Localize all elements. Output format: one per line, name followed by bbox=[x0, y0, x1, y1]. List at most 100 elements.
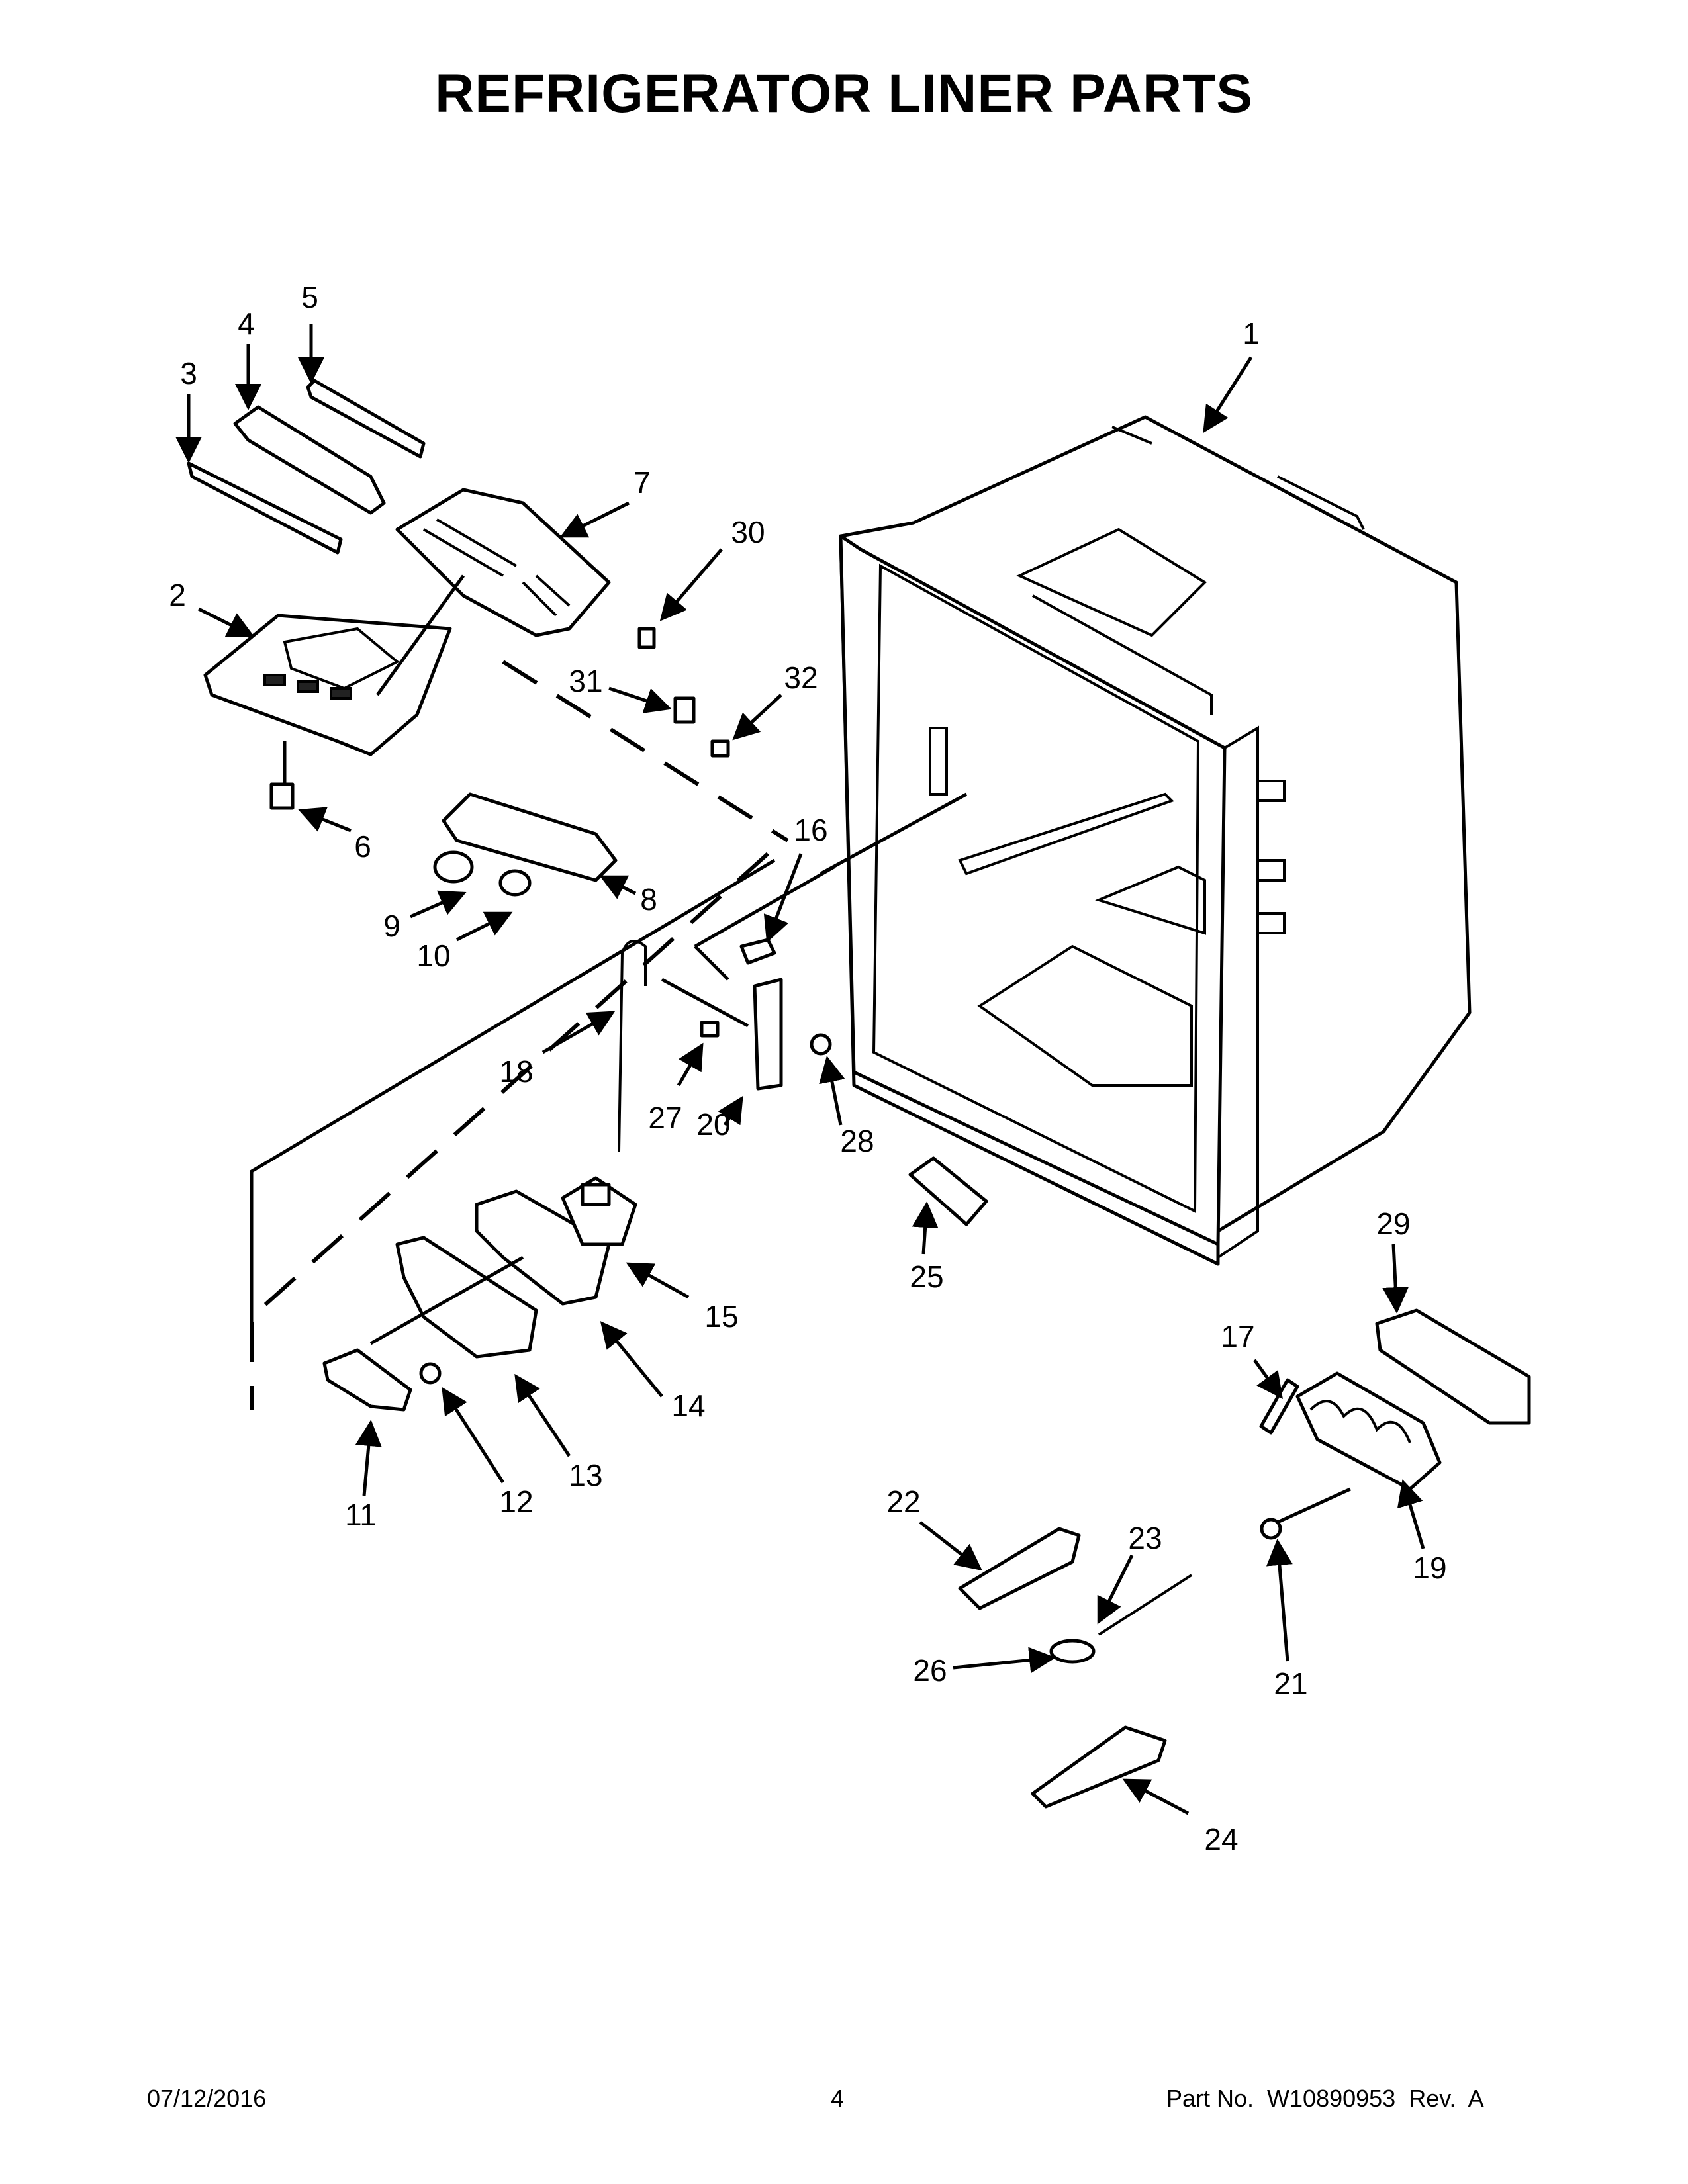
callout-28: 28 bbox=[840, 1124, 874, 1158]
leader-arrow-14 bbox=[600, 1321, 663, 1398]
leader-arrow-32 bbox=[732, 694, 782, 741]
leader-arrow-27 bbox=[677, 1042, 704, 1087]
reference-line bbox=[661, 978, 749, 1028]
part-2-control-housing bbox=[203, 614, 452, 756]
leader-arrow-10 bbox=[455, 911, 513, 942]
part-16-foam bbox=[739, 938, 776, 965]
leader-arrow-9 bbox=[409, 890, 467, 919]
callout-15: 15 bbox=[704, 1299, 738, 1334]
callout-8: 8 bbox=[640, 882, 657, 917]
part-17-rod bbox=[1259, 1378, 1299, 1435]
callout-30: 30 bbox=[731, 515, 765, 549]
callout-7: 7 bbox=[633, 465, 651, 500]
callout-4: 4 bbox=[238, 306, 255, 341]
callout-5: 5 bbox=[301, 280, 318, 314]
reference-line bbox=[369, 1255, 524, 1345]
leader-arrow-25 bbox=[912, 1201, 939, 1255]
leader-arrow-19 bbox=[1397, 1479, 1425, 1549]
leader-arrow-22 bbox=[919, 1521, 982, 1571]
callout-21: 21 bbox=[1274, 1666, 1307, 1701]
callout-2: 2 bbox=[169, 578, 186, 612]
part-10-socket bbox=[498, 869, 532, 897]
callout-1: 1 bbox=[1243, 316, 1260, 351]
part-26-thermistor bbox=[1049, 1639, 1096, 1664]
leader-arrow-29 bbox=[1382, 1244, 1409, 1314]
callout-11: 11 bbox=[345, 1498, 377, 1532]
part-23-wire bbox=[1098, 1574, 1193, 1636]
leader-arrow-31 bbox=[608, 686, 672, 713]
part-25-filter bbox=[908, 1156, 988, 1226]
leader-arrow-20 bbox=[718, 1095, 743, 1126]
callout-16: 16 bbox=[794, 813, 827, 847]
part-27-clip bbox=[700, 1021, 720, 1038]
part-15-damper bbox=[561, 1176, 637, 1246]
part-8-housing bbox=[442, 792, 618, 882]
leader-arrow-7 bbox=[559, 501, 630, 538]
callout-18: 18 bbox=[499, 1054, 533, 1089]
callout-32: 32 bbox=[784, 660, 818, 695]
leader-arrow-2 bbox=[197, 607, 255, 637]
leader-arrow-23 bbox=[1097, 1554, 1134, 1625]
callout-14: 14 bbox=[671, 1388, 705, 1423]
footer-page-number: 4 bbox=[831, 2085, 845, 2112]
reference-line bbox=[250, 858, 776, 1343]
callout-29: 29 bbox=[1376, 1206, 1410, 1241]
part-14-housing bbox=[475, 1189, 611, 1306]
callout-17: 17 bbox=[1221, 1319, 1254, 1353]
part-7-light-cover bbox=[395, 488, 611, 637]
callout-12: 12 bbox=[499, 1484, 533, 1519]
part-22-bracket bbox=[958, 1527, 1081, 1610]
callout-25: 25 bbox=[910, 1259, 943, 1294]
part-18-tube bbox=[618, 940, 647, 1152]
part-13-cover bbox=[395, 1236, 538, 1359]
leader-arrow-30 bbox=[659, 548, 723, 621]
part-1-liner bbox=[839, 415, 1472, 1266]
callout-31: 31 bbox=[569, 664, 602, 698]
part-28-screw bbox=[810, 1033, 832, 1056]
callout-10: 10 bbox=[416, 938, 450, 973]
callout-26: 26 bbox=[913, 1653, 947, 1688]
leader-arrow-28 bbox=[819, 1056, 845, 1126]
part-32-clip bbox=[710, 739, 730, 758]
part-5-bracket bbox=[306, 379, 426, 459]
reference-line bbox=[694, 945, 729, 981]
callout-9: 9 bbox=[383, 909, 400, 943]
part-21-screw bbox=[1260, 1518, 1282, 1540]
leader-arrow-13 bbox=[514, 1373, 571, 1457]
part-20-damper bbox=[753, 978, 783, 1091]
part-30-clip bbox=[637, 627, 656, 649]
leader-arrow-11 bbox=[355, 1420, 382, 1496]
part-12-screw bbox=[419, 1362, 442, 1385]
callout-24: 24 bbox=[1204, 1822, 1238, 1856]
leader-arrow-8 bbox=[599, 875, 637, 899]
part-9-bulb bbox=[433, 850, 474, 884]
part-31-bracket bbox=[673, 696, 696, 724]
callout-20: 20 bbox=[696, 1107, 730, 1142]
callout-27: 27 bbox=[648, 1101, 682, 1135]
callout-6: 6 bbox=[354, 829, 371, 864]
reference-line bbox=[375, 574, 465, 696]
reference-line bbox=[502, 660, 789, 842]
part-24-bracket bbox=[1031, 1725, 1167, 1809]
leader-arrow-12 bbox=[442, 1387, 505, 1484]
part-29-cover bbox=[1375, 1308, 1531, 1425]
footer-part-number: Part No. W10890953 Rev. A bbox=[1166, 2085, 1484, 2112]
leader-arrow-6 bbox=[298, 807, 352, 833]
part-19-heater bbox=[1295, 1371, 1442, 1491]
leader-arrow-21 bbox=[1266, 1539, 1293, 1662]
callout-23: 23 bbox=[1128, 1521, 1162, 1555]
reference-line bbox=[1276, 1487, 1352, 1524]
part-3-strip bbox=[187, 461, 343, 555]
page-title: REFRIGERATOR LINER PARTS bbox=[435, 64, 1253, 124]
leader-arrow-17 bbox=[1252, 1359, 1283, 1400]
leader-arrow-18 bbox=[541, 1011, 616, 1054]
leader-arrow-1 bbox=[1203, 356, 1253, 433]
callout-13: 13 bbox=[569, 1458, 602, 1492]
callout-3: 3 bbox=[180, 356, 197, 390]
leader-arrow-26 bbox=[953, 1647, 1056, 1674]
leader-arrow-24 bbox=[1122, 1778, 1190, 1815]
reference-line bbox=[820, 792, 968, 876]
reference-line bbox=[694, 865, 835, 948]
leader-arrow-15 bbox=[626, 1262, 690, 1299]
